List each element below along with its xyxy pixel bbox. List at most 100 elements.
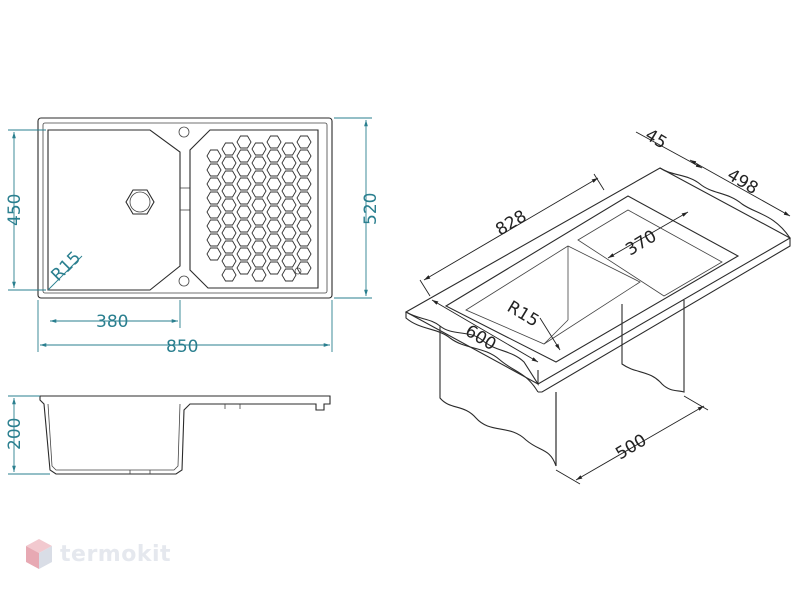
dim-bowl-height: 450 <box>5 194 25 226</box>
brand-mark-icon <box>294 267 302 275</box>
hex-cell <box>206 205 222 219</box>
iso-drainer <box>577 209 723 297</box>
hex-cell <box>281 268 297 282</box>
top-view: 850 380 520 450 R15 <box>5 117 381 357</box>
drain-inner <box>129 191 151 213</box>
hex-cell <box>281 156 297 170</box>
hex-cell <box>296 205 312 219</box>
hex-cell <box>206 163 222 177</box>
hex-cell <box>221 226 237 240</box>
hex-cell <box>266 233 282 247</box>
isometric-view: 828 45 498 370 R15 600 500 <box>404 125 792 485</box>
drainer-outline <box>189 129 319 289</box>
hex-cell <box>281 142 297 156</box>
hex-cell <box>281 170 297 184</box>
sink-outline <box>37 117 333 299</box>
hex-cell <box>266 177 282 191</box>
hex-cell <box>251 254 267 268</box>
hex-cell <box>236 191 252 205</box>
hex-cell <box>266 261 282 275</box>
hex-cell <box>251 156 267 170</box>
hex-cell <box>221 212 237 226</box>
hex-cell <box>296 135 312 149</box>
hex-cell <box>206 233 222 247</box>
hex-cell <box>281 212 297 226</box>
hex-cell <box>236 149 252 163</box>
hex-cell <box>251 142 267 156</box>
logo-text: termokit <box>60 541 172 567</box>
overflow-hole <box>178 275 190 287</box>
hex-cell <box>221 268 237 282</box>
hex-cell <box>281 226 297 240</box>
hex-cell <box>236 163 252 177</box>
hex-cell <box>236 205 252 219</box>
hex-cell <box>281 240 297 254</box>
hex-cell <box>221 254 237 268</box>
hex-cell <box>236 261 252 275</box>
dim-height-total: 520 <box>361 193 381 225</box>
dim-radius: R15 <box>47 248 85 286</box>
dim-depth: 200 <box>5 418 25 450</box>
hex-cell <box>296 247 312 261</box>
hex-cell <box>296 177 312 191</box>
cabinet-right <box>621 300 685 393</box>
countertop-back-edge <box>538 238 791 393</box>
hex-cell <box>236 233 252 247</box>
hex-cell <box>236 219 252 233</box>
hex-cell <box>206 247 222 261</box>
hex-cell <box>206 177 222 191</box>
countertop-top <box>404 167 792 385</box>
hex-cell <box>251 240 267 254</box>
dim-bowl-width: 380 <box>96 312 128 332</box>
hex-cell <box>266 149 282 163</box>
hex-cell <box>266 191 282 205</box>
hex-cell <box>281 184 297 198</box>
side-profile <box>39 395 331 475</box>
dim-cabinet: 500 <box>612 430 650 464</box>
hex-cell <box>266 163 282 177</box>
hex-cell <box>206 149 222 163</box>
hex-cell <box>251 170 267 184</box>
hex-cell <box>221 198 237 212</box>
tap-hole <box>178 126 190 138</box>
side-view: 200 <box>5 395 331 475</box>
dim-width-total: 850 <box>166 337 198 357</box>
dim-length: 828 <box>492 206 530 240</box>
hex-cell <box>236 177 252 191</box>
hex-cell <box>236 247 252 261</box>
hex-cell <box>266 135 282 149</box>
sink-inner-rim <box>42 122 328 294</box>
hex-cell <box>296 191 312 205</box>
hex-cell <box>251 184 267 198</box>
hex-cell <box>206 219 222 233</box>
hex-cell <box>266 247 282 261</box>
hex-cell <box>236 135 252 149</box>
hex-cell <box>266 219 282 233</box>
hex-cell <box>251 198 267 212</box>
dim-width: 498 <box>723 165 761 199</box>
hex-cell <box>296 233 312 247</box>
hex-cell <box>251 226 267 240</box>
hex-cell <box>221 184 237 198</box>
hex-cell <box>251 212 267 226</box>
hex-cell <box>296 163 312 177</box>
hex-cell <box>221 170 237 184</box>
hex-cell <box>206 191 222 205</box>
dim-rim: 45 <box>641 125 670 153</box>
cabinet-left <box>439 326 557 467</box>
dim-iso-radius: R15 <box>503 297 542 331</box>
hex-cell <box>281 254 297 268</box>
drain-icon <box>125 189 155 215</box>
hex-cell <box>266 205 282 219</box>
hex-cell <box>251 268 267 282</box>
drainer-hex-pattern <box>206 135 312 282</box>
cube-logo-icon <box>26 539 52 569</box>
hex-cell <box>281 198 297 212</box>
hex-cell <box>296 219 312 233</box>
brand-logo: termokit <box>24 537 171 571</box>
hex-cell <box>296 149 312 163</box>
hex-cell <box>221 142 237 156</box>
hex-cell <box>221 240 237 254</box>
hex-cell <box>221 156 237 170</box>
